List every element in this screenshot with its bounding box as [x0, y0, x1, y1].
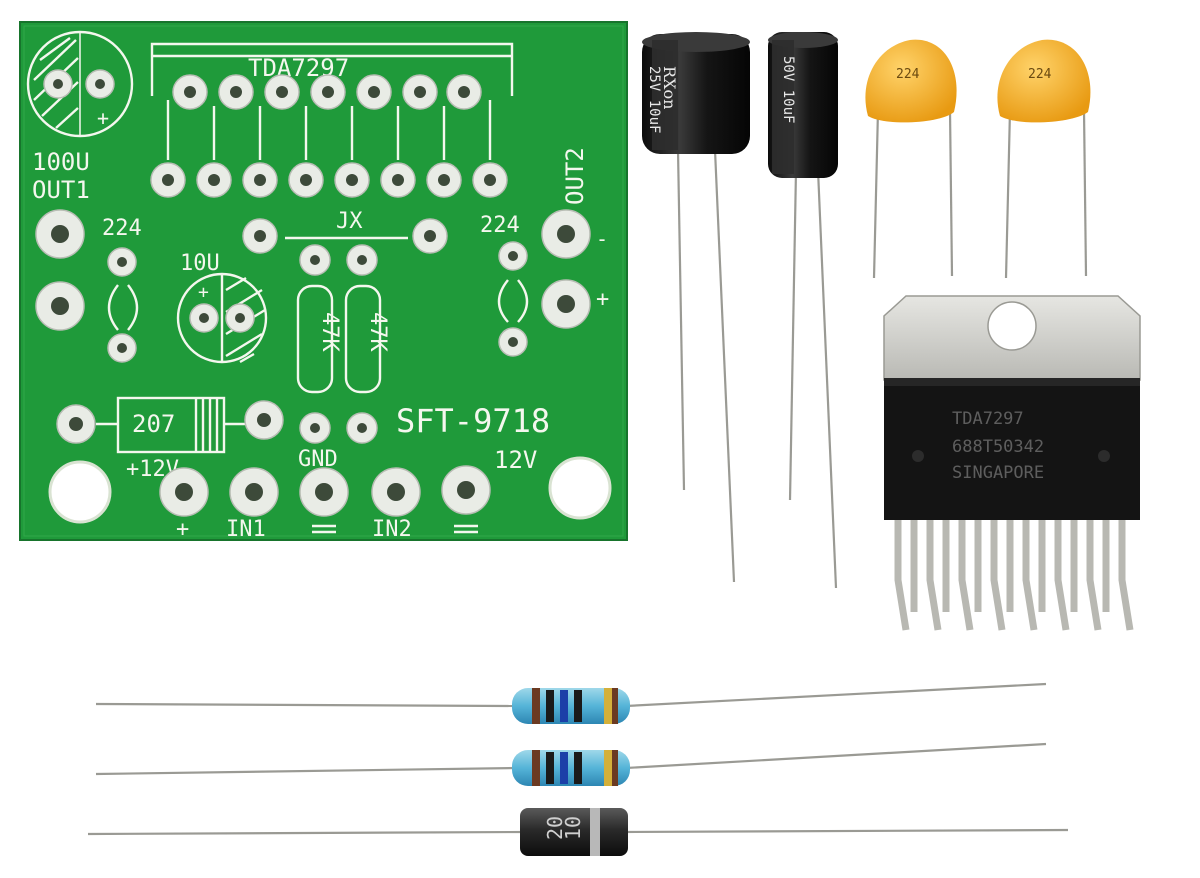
solder-pads [35, 69, 591, 517]
silk-in1: IN1 [226, 517, 266, 542]
silk-minus-out2: - [596, 227, 608, 251]
electrolytic-capacitor-1: RXon 25V 10uF [642, 32, 750, 583]
silk-224-left: 224 [102, 216, 142, 241]
ceramic-capacitor-1: 224 [865, 39, 957, 279]
ceramic1-code: 224 [896, 67, 920, 82]
ground-symbol [312, 524, 336, 534]
electrolytic-capacitor-2: 50V 10uF [768, 32, 838, 589]
diode: 20 10 [87, 808, 1069, 856]
silk-jx: JX [336, 209, 363, 234]
silk-plus-cap-mid: + [198, 282, 209, 303]
silk-out1: OUT1 [32, 176, 90, 204]
ic-marking-line3: SINGAPORE [952, 463, 1044, 483]
silk-plus-out2: + [596, 287, 609, 312]
ic-marking-line1: TDA7297 [952, 409, 1024, 429]
diode-marking: 20 [543, 816, 567, 840]
silk-12v: 12V [494, 446, 537, 474]
silk-plus-bottom: + [176, 517, 189, 542]
ic-marking-line2: 688T50342 [952, 437, 1044, 457]
silk-10u: 10U [180, 251, 220, 276]
tda7297-ic: TDA7297 688T50342 SINGAPORE [883, 295, 1141, 631]
mounting-hole [48, 460, 112, 524]
silk-47k-left: 47K [317, 312, 342, 352]
ceramic-capacitor-2: 224 [997, 39, 1091, 279]
ceramic2-code: 224 [1028, 67, 1052, 82]
resistor-2 [95, 742, 1047, 786]
silk-47k-right: 47K [365, 312, 390, 352]
silk-plus-cap-big: + [97, 106, 109, 130]
ground-symbol [454, 524, 478, 534]
cap-100u-footprint: + [26, 30, 134, 138]
mounting-hole [548, 456, 612, 520]
silk-gnd: GND [298, 447, 338, 472]
diode-marking-2: 10 [561, 816, 585, 840]
cap2-rating: 50V 10uF [780, 56, 796, 123]
silk-in2: IN2 [372, 517, 412, 542]
resistor-1 [95, 682, 1047, 724]
silk-224-right: 224 [480, 213, 520, 238]
pcb-board: + 100U OUT1 TDA7297 OUT2 JX 224 224 [19, 21, 628, 542]
silk-model: SFT-9718 [396, 402, 550, 440]
cap1-brand: RXon [660, 66, 679, 109]
silk-100u: 100U [32, 148, 90, 176]
silk-out2: OUT2 [561, 147, 589, 205]
silk-207: 207 [132, 410, 175, 438]
cap1-rating: 25V 10uF [646, 66, 662, 133]
